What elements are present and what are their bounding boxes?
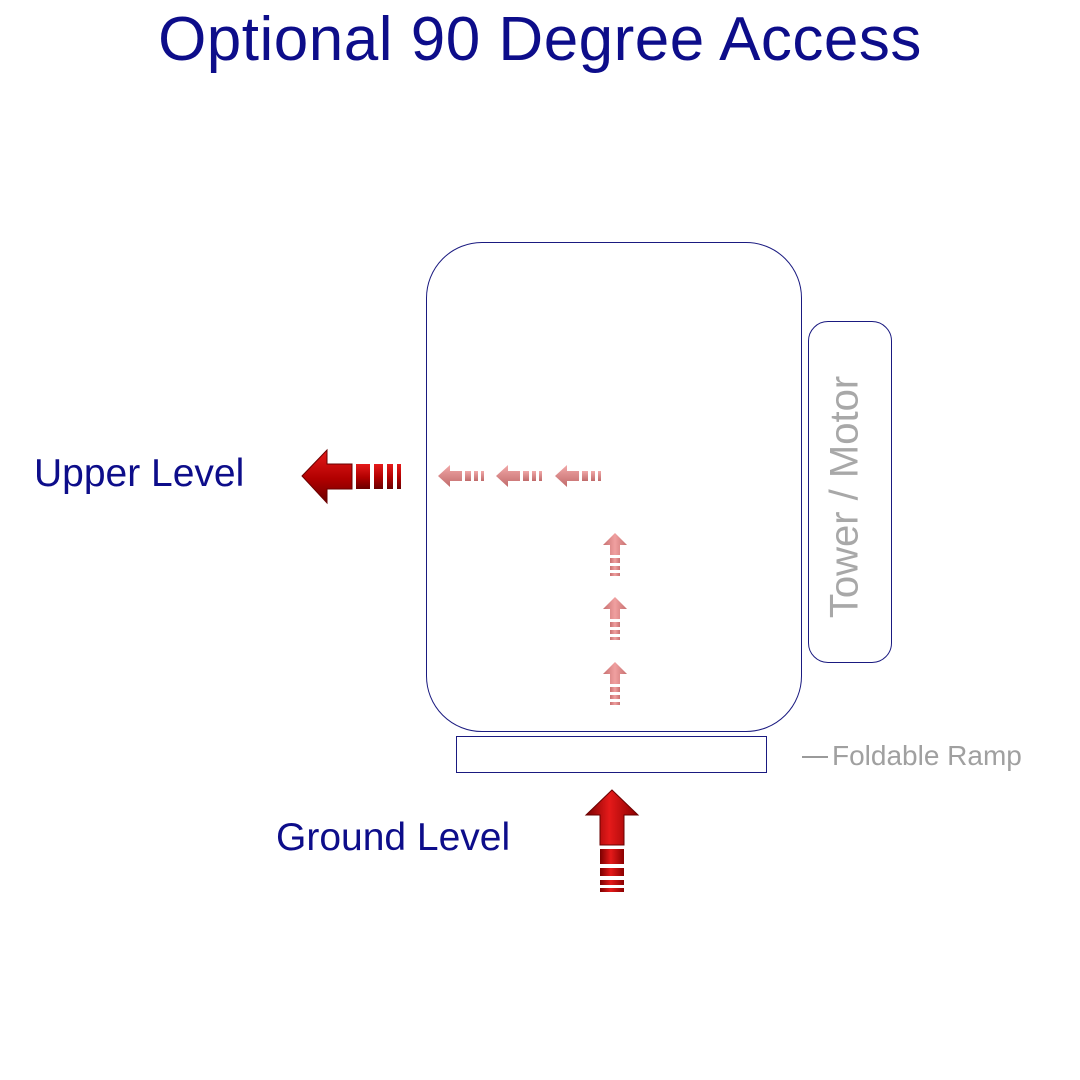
upper-exit-arrow-icon [301,448,401,505]
path-arrow-left-icon [555,465,601,487]
foldable-ramp [456,736,767,773]
tower-motor-box [808,321,892,663]
lift-platform-outline [426,242,802,732]
path-arrow-left-icon [438,465,484,487]
ramp-leader-line [802,756,828,758]
path-arrow-left-icon [496,465,542,487]
ground-entry-arrow-icon [584,789,640,892]
path-arrow-up-icon [603,662,627,705]
foldable-ramp-label: Foldable Ramp [832,740,1022,771]
path-arrow-up-icon [603,597,627,640]
upper-level-label: Upper Level [34,452,245,495]
path-arrow-up-icon [603,533,627,576]
ground-level-label: Ground Level [276,816,511,859]
page-title: Optional 90 Degree Access [158,5,922,74]
